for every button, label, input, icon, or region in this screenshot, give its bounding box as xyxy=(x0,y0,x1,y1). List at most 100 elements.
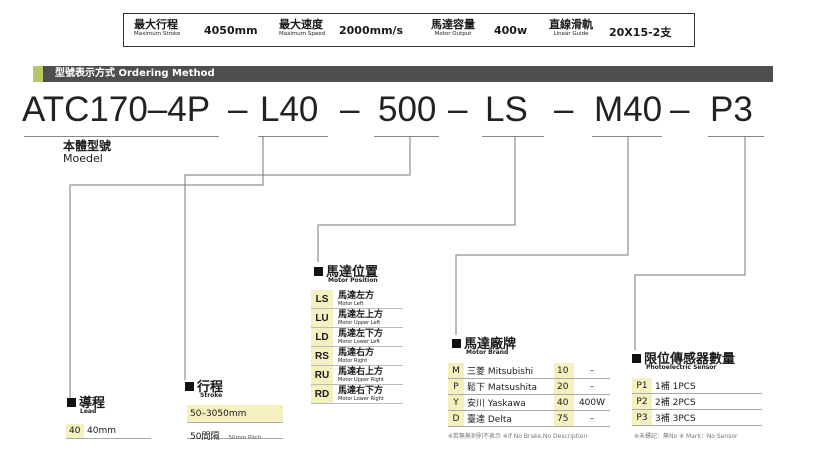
code-model: ATC170–4P xyxy=(22,90,211,129)
mb-name: 三菱 Mitsubishi xyxy=(464,363,554,379)
mb-output: 400W xyxy=(574,394,610,411)
underline-motor-brand xyxy=(592,136,662,137)
ps-code: P1 xyxy=(632,378,652,394)
code-dash-5: – xyxy=(670,90,690,129)
code-motor-position: LS xyxy=(485,90,528,129)
ordering-accent xyxy=(33,66,43,82)
mb-name: 鬆下 Matsushita xyxy=(464,378,554,395)
model-label-zh: 本體型號 xyxy=(63,139,112,153)
mp-en: Motor Left xyxy=(338,301,364,307)
spec-speed-label: 最大速度 Maximum Speed xyxy=(279,18,326,37)
spec-stroke-value: 4050mm xyxy=(204,24,258,37)
mp-code: RU xyxy=(311,365,333,385)
mp-zh: 馬達右上方 xyxy=(338,367,384,377)
code-dash-1: – xyxy=(228,90,248,129)
square-bullet-icon xyxy=(632,354,641,363)
mb-code: Y xyxy=(448,394,464,411)
mp-en: Motor Upper Left xyxy=(338,320,381,326)
sensor-subtitle: Photoelectric Sensor xyxy=(646,364,717,371)
sensor-note: ※未標記：無No ※ Mark：No Sensor xyxy=(634,433,738,440)
stroke-pitch-row: 50間隔 50mm Pitch xyxy=(187,424,283,442)
ps-code: P3 xyxy=(632,409,652,426)
mb-num: 75 xyxy=(554,410,574,427)
mb-num: 40 xyxy=(554,394,574,411)
stroke-range-bg xyxy=(187,405,283,423)
mb-code: M xyxy=(448,363,464,379)
stroke-pitch-zh: 50間隔 xyxy=(190,432,220,442)
motor-brand-note: ※若無無剎則不表示 ※If No Brake,No Description xyxy=(448,433,588,440)
mp-zh: 馬達左下方 xyxy=(338,329,384,339)
mp-en: Motor Lower Left xyxy=(338,339,381,345)
mb-output: – xyxy=(574,363,610,379)
table-row: 40 40mm xyxy=(66,424,151,439)
connector-motor-position xyxy=(317,136,516,262)
ordering-title: 型號表示方式 Ordering Method xyxy=(55,68,215,79)
square-bullet-icon xyxy=(185,382,194,391)
spec-output-label: 馬達容量 Motor Output xyxy=(431,18,475,37)
motor-brand-title: 馬達廠牌 xyxy=(452,333,516,352)
ps-value: 2補 2PCS xyxy=(652,393,762,410)
mb-output: – xyxy=(574,378,610,395)
mp-code: LU xyxy=(311,308,333,328)
motor-brand-subtitle: Motor Brand xyxy=(466,349,509,356)
underline-model xyxy=(24,136,219,137)
ps-value: 1補 1PCS xyxy=(652,378,762,394)
code-dash-4: – xyxy=(554,90,574,129)
ps-value: 3補 3PCS xyxy=(652,409,762,426)
mb-num: 10 xyxy=(554,363,574,379)
code-motor-brand: M40 xyxy=(594,90,663,129)
square-bullet-icon xyxy=(314,267,323,276)
ps-code: P2 xyxy=(632,393,652,410)
connector-lead xyxy=(69,136,264,398)
mb-num: 20 xyxy=(554,378,574,395)
mb-code: D xyxy=(448,410,464,427)
spec-stroke-label: 最大行程 Maximum Stroke xyxy=(134,18,181,37)
spec-guide-label: 直線滑軌 Linear Guide xyxy=(549,18,593,37)
ordering-bar xyxy=(33,66,773,82)
lead-code: 40 xyxy=(66,424,84,439)
mp-en: Motor Lower Right xyxy=(338,396,384,402)
code-dash-2: – xyxy=(340,90,360,129)
code-sensor: P3 xyxy=(710,90,753,129)
spec-output-value: 400w xyxy=(494,24,528,37)
connector-sensor xyxy=(634,136,746,350)
stroke-title: 行程 xyxy=(185,376,223,395)
mp-code: RS xyxy=(311,346,333,366)
lead-table: 40 40mm xyxy=(66,424,151,439)
mb-code: P xyxy=(448,378,464,395)
mp-code: LS xyxy=(311,290,333,309)
mb-name: 臺達 Delta xyxy=(464,410,554,427)
motor-position-subtitle: Motor Position xyxy=(328,277,378,284)
connector-stroke xyxy=(184,136,411,380)
code-stroke: 500 xyxy=(378,90,437,129)
code-dash-3: – xyxy=(448,90,468,129)
spec-speed-value: 2000mm/s xyxy=(339,24,404,37)
stroke-subtitle: Stroke xyxy=(200,392,223,399)
stroke-pitch-en: 50mm Pitch xyxy=(228,435,262,441)
stroke-range: 50–3050mm xyxy=(190,409,247,419)
mp-code: RD xyxy=(311,384,333,404)
mb-output: – xyxy=(574,410,610,427)
spec-box: 最大行程 Maximum Stroke 4050mm 最大速度 Maximum … xyxy=(123,13,695,47)
underline-stroke xyxy=(374,136,439,137)
lead-subtitle: Lead xyxy=(80,408,97,415)
underline-lead xyxy=(258,136,328,137)
sensor-title: 限位傳感器數量 xyxy=(632,348,735,367)
mp-zh: 馬達右方 xyxy=(338,348,375,358)
motor-position-title: 馬達位置 xyxy=(314,261,378,280)
code-lead: L40 xyxy=(260,90,319,129)
